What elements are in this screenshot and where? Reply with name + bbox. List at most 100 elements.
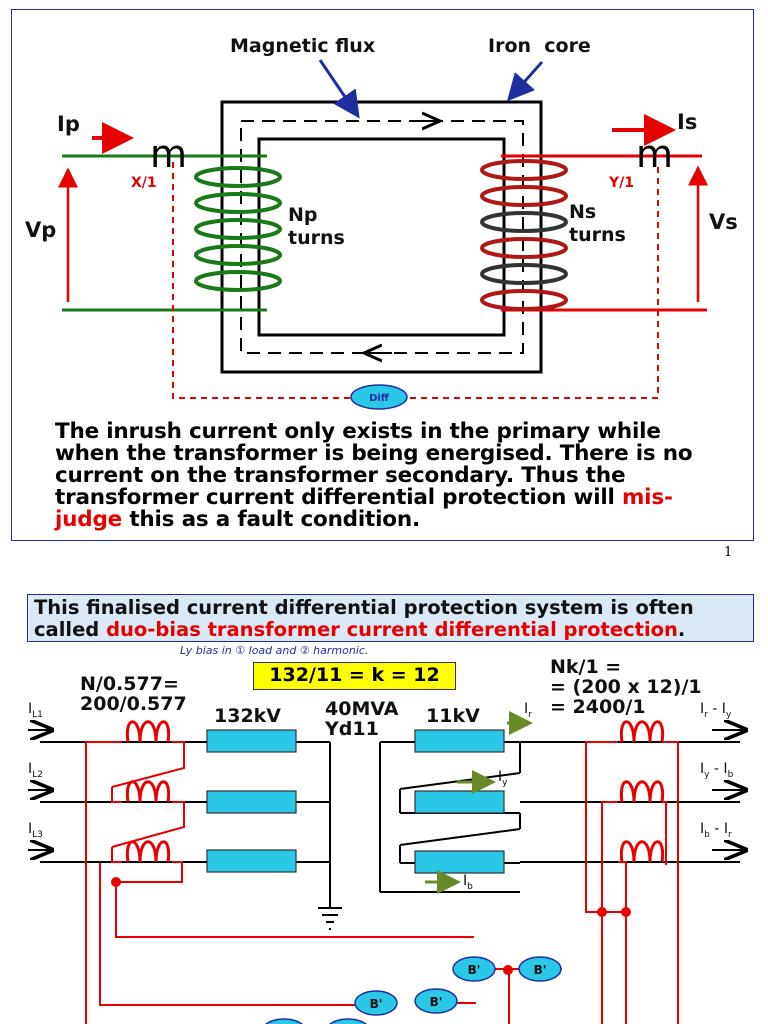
is-label: Is: [677, 110, 697, 134]
ct-dashed-loop: [172, 162, 659, 399]
nk-ratio-line-3: = 2400/1: [550, 696, 646, 718]
diff-relay: [350, 384, 408, 410]
bias-label: B': [468, 963, 481, 977]
winding-blocks: [206, 729, 505, 874]
phase-input-label-l2: IL2: [28, 761, 43, 780]
slide-2: This finalised current differential prot…: [0, 565, 768, 1024]
explanation-line: transformer current differential protect…: [55, 487, 745, 509]
ratio-secondary-label: Y/1: [608, 175, 634, 191]
nk-ratio-line-2: = (200 x 12)/1: [550, 676, 702, 698]
bias-relay-partial: [328, 1018, 368, 1024]
ct-primary-icon: m: [150, 132, 187, 176]
n-ratio-line-2: 200/0.577: [80, 693, 187, 715]
ns-turns-label: turns: [569, 224, 626, 246]
current-symbol: I: [700, 701, 705, 717]
vp-label: Vp: [25, 218, 56, 242]
iron-core-arrow: [507, 61, 544, 102]
explanation-text: transformer current differential protect…: [55, 485, 622, 510]
current-symbol: I: [700, 821, 705, 837]
ip-label: Ip: [57, 112, 80, 136]
page-number: 1: [724, 545, 733, 560]
phase-output-label-3: Ib - Ir: [700, 821, 732, 840]
phase-input-label-l1: IL1: [28, 701, 43, 720]
current-symbol: I: [28, 701, 33, 717]
current-subscript: r: [727, 829, 732, 840]
ratio-primary-label: X/1: [131, 175, 157, 191]
minus-sign: -: [709, 761, 724, 777]
title-end: .: [677, 618, 686, 641]
slide-1-frame: Magnetic flux Iron core Ip Is Vp Vs Np t…: [11, 9, 754, 541]
explanation-highlight: mis-: [621, 485, 673, 510]
explanation-text: this as a fault condition.: [122, 507, 420, 532]
transformer-diagram: Magnetic flux Iron core Ip Is Vp Vs Np t…: [25, 35, 738, 410]
hv-ct-wiring: [85, 741, 474, 1024]
bias-relay: B': [452, 956, 496, 982]
np-turns-label: turns: [288, 227, 345, 249]
slide-2-title: This finalised current differential prot…: [27, 594, 754, 642]
current-symbol: I: [524, 701, 529, 717]
phase-input-label-l3: IL3: [28, 821, 43, 840]
current-symbol: I: [28, 821, 33, 837]
bias-relay: B': [354, 990, 398, 1016]
ns-label: Ns: [569, 201, 596, 223]
phase-output-label-2: Iy - Ib: [700, 761, 733, 780]
ct-secondary-icon: m: [636, 132, 673, 176]
bias-relay: B': [518, 956, 562, 982]
minus-sign: -: [709, 821, 724, 837]
current-symbol: I: [28, 761, 33, 777]
current-symbol: I: [721, 701, 726, 717]
winding-current-arrows: [425, 711, 533, 894]
n-ratio-line-1: N/0.577=: [80, 673, 179, 695]
explanation-line: when the transformer is being energised.…: [55, 441, 693, 466]
explanation-line: The inrush current only exists in the pr…: [55, 419, 661, 444]
duo-bias-schematic: B' B' B' B': [28, 711, 768, 1024]
current-subscript: L3: [32, 829, 43, 840]
explanation-line: current on the transformer secondary. Th…: [55, 463, 626, 488]
title-line-1: This finalised current differential prot…: [34, 596, 694, 619]
bias-relay-partial: [264, 1018, 304, 1024]
winding-current-b: Ib: [463, 873, 473, 892]
explanation-line: judge this as a fault condition.: [55, 509, 745, 531]
nk-ratio-line-1: Nk/1 =: [550, 656, 622, 678]
title-line-2: called duo-bias transformer current diff…: [34, 619, 747, 641]
explanation-highlight: judge: [55, 507, 123, 532]
bias-label: B': [430, 995, 443, 1009]
k-ratio-box: 132/11 = k = 12: [253, 662, 456, 690]
current-subscript: y: [725, 709, 732, 720]
current-symbol: I: [700, 761, 705, 777]
bias-label: B': [370, 997, 383, 1011]
current-symbol: I: [723, 761, 728, 777]
hv-voltage-label: 132kV: [214, 705, 282, 727]
current-subscript: L2: [32, 769, 43, 780]
current-subscript: b: [704, 829, 710, 840]
current-subscript: b: [467, 881, 473, 892]
primary-coil: [194, 166, 282, 292]
bias-junction: [503, 965, 513, 975]
bias-label: B': [534, 963, 547, 977]
minus-sign: -: [707, 701, 722, 717]
lv-voltage-label: 11kV: [426, 705, 480, 727]
diff-label: Diff: [369, 393, 390, 404]
current-symbol: I: [723, 821, 728, 837]
current-symbol: I: [498, 769, 503, 785]
winding-current-y: Iy: [498, 769, 507, 788]
title-highlight: duo-bias transformer current differentia…: [106, 618, 678, 641]
hv-ct-junction: [111, 877, 121, 887]
current-subscript: r: [704, 709, 708, 720]
phase-output-label-1: Ir - Iy: [700, 701, 731, 720]
bias-relay: B': [414, 988, 458, 1014]
lv-ct-junction-2: [621, 907, 631, 917]
current-subscript: y: [502, 777, 508, 788]
flux-path: [240, 120, 524, 354]
secondary-coil: [480, 159, 568, 311]
inrush-explanation: The inrush current only exists in the pr…: [55, 421, 745, 531]
iron-core-outer: [220, 100, 543, 374]
title-text: called: [34, 618, 107, 641]
lv-ct-junction-1: [597, 907, 607, 917]
lv-ct-coils: [619, 720, 665, 863]
magnetic-flux-label: Magnetic flux: [230, 35, 375, 57]
iron-core-label: Iron core: [488, 35, 591, 57]
current-symbol: I: [463, 873, 468, 889]
vs-label: Vs: [709, 210, 738, 234]
vector-group-label: Yd11: [325, 718, 379, 740]
